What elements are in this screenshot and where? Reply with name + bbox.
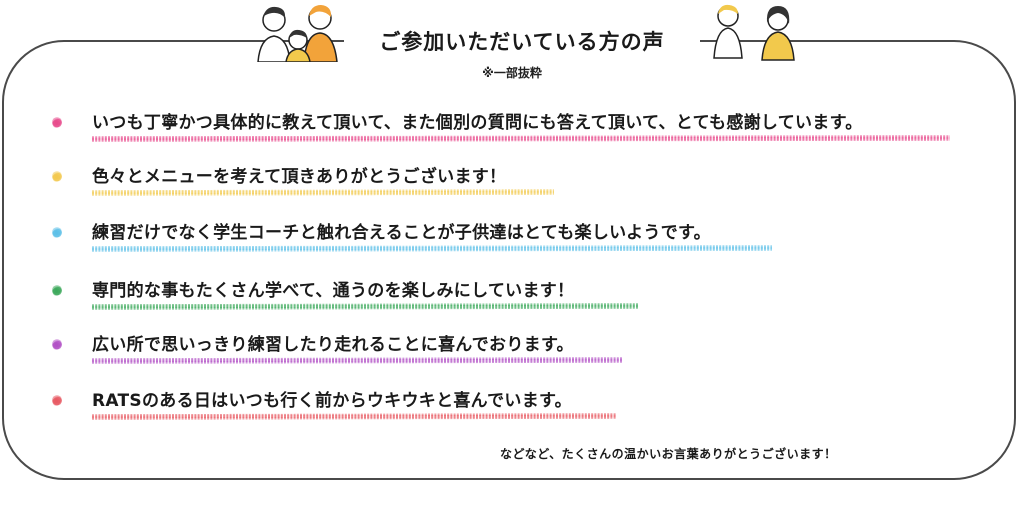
footer-thanks: などなど、たくさんの温かいお言葉ありがとうございます！	[500, 447, 837, 461]
family-group-illustration	[250, 0, 345, 63]
highlight-underline	[90, 412, 618, 421]
header-line-left	[330, 40, 344, 42]
highlight-underline	[90, 356, 624, 365]
highlight-underline	[90, 134, 952, 143]
title-container: ご参加いただいている方の声	[344, 24, 700, 60]
testimonial-text: いつも丁寧かつ具体的に教えて頂いて、また個別の質問にも答えて頂いて、とても感謝し…	[92, 113, 863, 133]
highlight-underline	[90, 302, 640, 311]
highlight-underline	[90, 188, 556, 197]
bullet-icon	[50, 170, 64, 184]
bullet-icon	[50, 394, 64, 408]
excerpt-note: ※一部抜粋	[482, 66, 542, 80]
two-people-illustration	[706, 0, 806, 62]
bullet-icon	[50, 226, 64, 240]
bullet-icon	[50, 284, 64, 298]
bullet-icon	[50, 116, 64, 130]
header-line-right	[700, 40, 710, 42]
testimonial-text: RATSのある日はいつも行く前からウキウキと喜んでいます。	[92, 391, 572, 411]
testimonial-text: 色々とメニューを考えて頂きありがとうございます！	[92, 167, 507, 187]
testimonial-text: 練習だけでなく学生コーチと触れ合えることが子供達はとても楽しいようです。	[92, 223, 711, 243]
testimonial-text: 専門的な事もたくさん学べて、通うのを楽しみにしています！	[92, 281, 575, 301]
page-title: ご参加いただいている方の声	[379, 30, 665, 54]
highlight-underline	[90, 244, 774, 253]
testimonial-text: 広い所で思いっきり練習したり走れることに喜んでおります。	[92, 335, 574, 355]
bullet-icon	[50, 338, 64, 352]
